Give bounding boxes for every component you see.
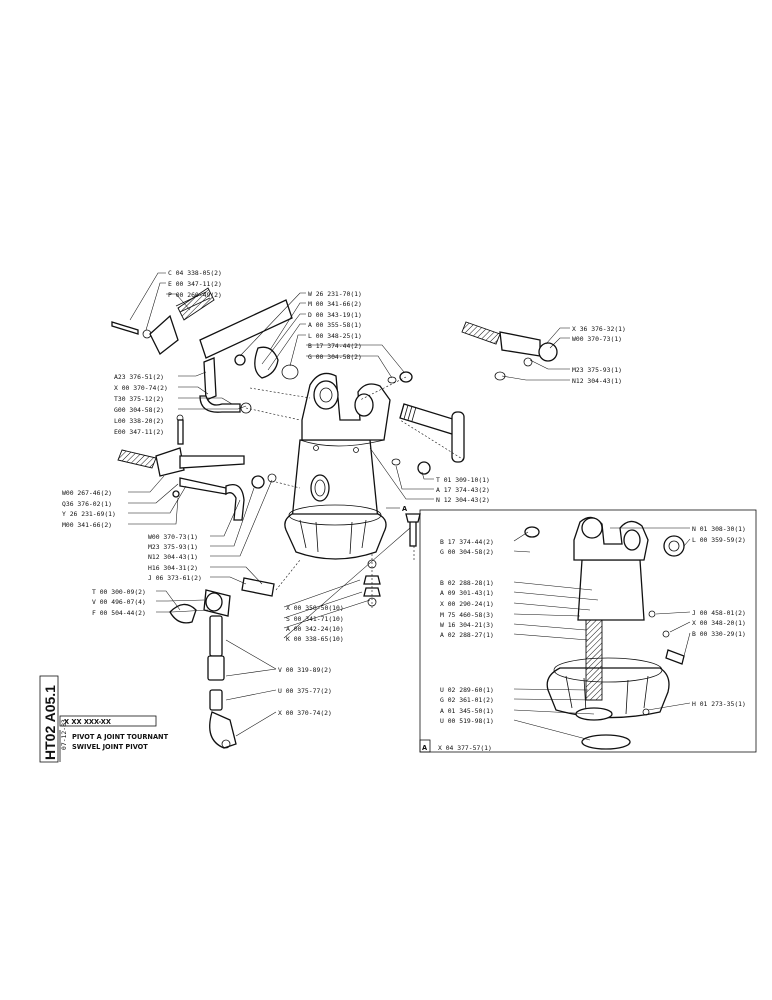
- labels-top-center: W 26 231-70(1) M 00 341-66(2) D 00 343-1…: [308, 290, 362, 361]
- part-label: V 00 319-89(2): [278, 666, 332, 674]
- part-label: W00 370-73(1): [572, 335, 622, 343]
- part-label: A 00 355-58(1): [308, 321, 362, 329]
- part-label: A 00 342-24(10): [286, 625, 344, 633]
- lower-left-fittings: [169, 577, 275, 749]
- part-label: N 01 308-30(1): [692, 525, 746, 533]
- part-label: T30 375-12(2): [114, 395, 164, 403]
- part-label: G 02 361-01(2): [440, 696, 494, 704]
- part-label: A 09 301-43(1): [440, 589, 494, 597]
- part-label: H 01 273-35(1): [692, 700, 746, 708]
- sheet-code: HT02 A05.1: [42, 685, 58, 760]
- part-label: G00 304-58(2): [114, 406, 164, 414]
- title-block: HT02 A05.1 X XX XXX-XX 07-12-83 PIVOT A …: [39, 675, 169, 763]
- part-label: U 00 519-98(1): [440, 717, 494, 725]
- pivot-body: [284, 372, 391, 560]
- labels-hose: V 00 319-89(2) U 00 375-77(2) X 00 370-7…: [278, 666, 332, 717]
- part-label: E00 347-11(2): [114, 428, 164, 436]
- part-label: T 01 309-10(1): [436, 476, 490, 484]
- part-label: B 00 330-29(1): [692, 630, 746, 638]
- part-label: M 00 341-66(2): [308, 300, 362, 308]
- part-label: W 26 231-70(1): [308, 290, 362, 298]
- labels-top-right: X 36 376-32(1) W00 370-73(1) M23 375-93(…: [572, 325, 626, 385]
- part-label: W00 370-73(1): [148, 533, 198, 541]
- labels-top-left: C 04 338-05(2) E 00 347-11(2) P 00 260-4…: [168, 269, 222, 299]
- part-label: L 00 348-25(1): [308, 332, 362, 340]
- labels-bottom-left: T 00 300-09(2) V 00 496-07(4) F 00 504-4…: [92, 588, 146, 617]
- left-middle-assembly: [117, 447, 277, 521]
- part-label: X 00 350-50(10): [286, 604, 344, 612]
- part-label: N 12 304-43(2): [436, 496, 490, 504]
- inset-ref-label: X 04 377-57(1): [438, 744, 492, 752]
- part-label: A 17 374-43(2): [436, 486, 490, 494]
- labels-left-lower: W00 370-73(1) M23 375-93(1) N12 304-43(1…: [148, 533, 202, 582]
- main-exploded-view: [111, 287, 558, 749]
- part-label: N12 304-43(1): [148, 553, 198, 561]
- part-label: M00 341-66(2): [62, 521, 112, 529]
- title-en: SWIVEL JOINT PIVOT: [72, 743, 148, 751]
- part-label: W00 267-46(2): [62, 489, 112, 497]
- part-label: M23 375-93(1): [148, 543, 198, 551]
- part-label: F 00 504-44(2): [92, 609, 146, 617]
- part-label: J 06 373-61(2): [148, 574, 202, 582]
- title-fr: PIVOT A JOINT TOURNANT: [72, 733, 169, 741]
- part-label: B 02 288-28(1): [440, 579, 494, 587]
- part-label: H16 304-31(2): [148, 564, 198, 572]
- part-label: X 00 290-24(1): [440, 600, 494, 608]
- part-label: E 00 347-11(2): [168, 280, 222, 288]
- part-label: P 00 260-49(2): [168, 291, 222, 299]
- part-label: T 00 300-09(2): [92, 588, 146, 596]
- part-label: N12 304-43(1): [572, 377, 622, 385]
- part-label: C 04 338-05(2): [168, 269, 222, 277]
- part-label: J 00 458-01(2): [692, 609, 746, 617]
- part-label: Y 26 231-69(1): [62, 510, 116, 518]
- part-label: G 00 304-58(2): [440, 548, 494, 556]
- part-label: L 00 359-59(2): [692, 536, 746, 544]
- part-label: G 00 304-58(2): [308, 353, 362, 361]
- labels-center-lower: X 00 350-50(10) S 00 341-71(10) A 00 342…: [286, 604, 344, 643]
- part-label: A 01 345-50(1): [440, 707, 494, 715]
- pivot-pin: [387, 371, 465, 475]
- inset-marker: A: [422, 744, 428, 752]
- drawing-date: 07-12-83: [60, 719, 68, 750]
- inset-labels-right: N 01 308-30(1) L 00 359-59(2) J 00 458-0…: [692, 525, 746, 708]
- part-label: U 02 289-60(1): [440, 686, 494, 694]
- part-label: D 00 343-19(1): [308, 311, 362, 319]
- labels-left-upper: A23 376-51(2) X 00 370-74(2) T30 375-12(…: [114, 373, 168, 436]
- part-label: M23 375-93(1): [572, 366, 622, 374]
- top-right-elbow: [461, 321, 558, 381]
- part-label: M 75 460-58(3): [440, 611, 494, 619]
- part-label: A 02 288-27(1): [440, 631, 494, 639]
- section-marker: A: [402, 505, 408, 513]
- part-label: K 00 338-65(10): [286, 635, 344, 643]
- part-label: V 00 496-07(4): [92, 598, 146, 606]
- part-label: L00 338-20(2): [114, 417, 164, 425]
- part-label: X 00 370-74(2): [278, 709, 332, 717]
- labels-center-right: T 01 309-10(1) A 17 374-43(2) N 12 304-4…: [436, 476, 490, 504]
- part-label: Q36 376-02(1): [62, 500, 112, 508]
- part-label: B 17 374-44(2): [308, 342, 362, 350]
- part-label: X 36 376-32(1): [572, 325, 626, 333]
- part-label: U 00 375-77(2): [278, 687, 332, 695]
- labels-left-middle: W00 267-46(2) Q36 376-02(1) Y 26 231-69(…: [62, 489, 116, 529]
- top-left-bracket: [111, 287, 299, 380]
- part-label: A23 376-51(2): [114, 373, 164, 381]
- part-number: X XX XXX-XX: [64, 718, 111, 726]
- part-label: S 00 341-71(10): [286, 615, 344, 623]
- part-label: X 00 370-74(2): [114, 384, 168, 392]
- leader-lines: [128, 272, 691, 741]
- inset-labels-left: B 17 374-44(2) G 00 304-58(2) B 02 288-2…: [440, 538, 494, 725]
- part-label: X 00 348-20(1): [692, 619, 746, 627]
- part-label: B 17 374-44(2): [440, 538, 494, 546]
- part-label: W 16 304-21(3): [440, 621, 494, 629]
- left-upper-elbow: [176, 357, 252, 445]
